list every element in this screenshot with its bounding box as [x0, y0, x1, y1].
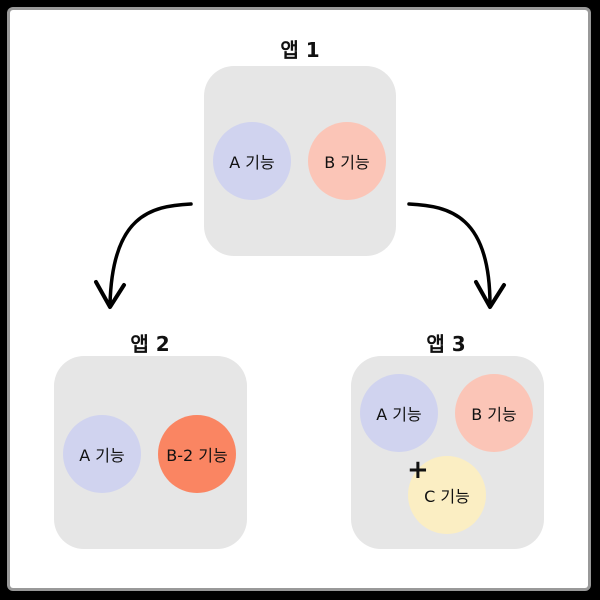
app-2-feature-b2: B-2 기능	[158, 415, 236, 493]
app-2-title: 앱 2	[130, 332, 170, 356]
arrowhead-left	[94, 280, 126, 309]
app-2-feature-a: A 기능	[63, 415, 141, 493]
app-3-feature-a: A 기능	[360, 374, 438, 452]
plus-icon: +	[407, 455, 429, 485]
arrowhead-right	[474, 280, 506, 309]
arrow-right	[407, 202, 492, 307]
app-2-box: A 기능 B-2 기능	[54, 356, 247, 549]
app-1-feature-a: A 기능	[213, 122, 291, 200]
app-3-title: 앱 3	[426, 332, 466, 356]
app-3-feature-b: B 기능	[455, 374, 533, 452]
arrow-left	[108, 202, 193, 307]
app-3-feature-c: C 기능	[408, 456, 486, 534]
app-1-feature-b: B 기능	[308, 122, 386, 200]
app-1-title: 앱 1	[280, 38, 320, 62]
app-1-box: A 기능 B 기능	[204, 66, 396, 256]
app-3-box: A 기능 B 기능 C 기능 +	[351, 356, 544, 549]
